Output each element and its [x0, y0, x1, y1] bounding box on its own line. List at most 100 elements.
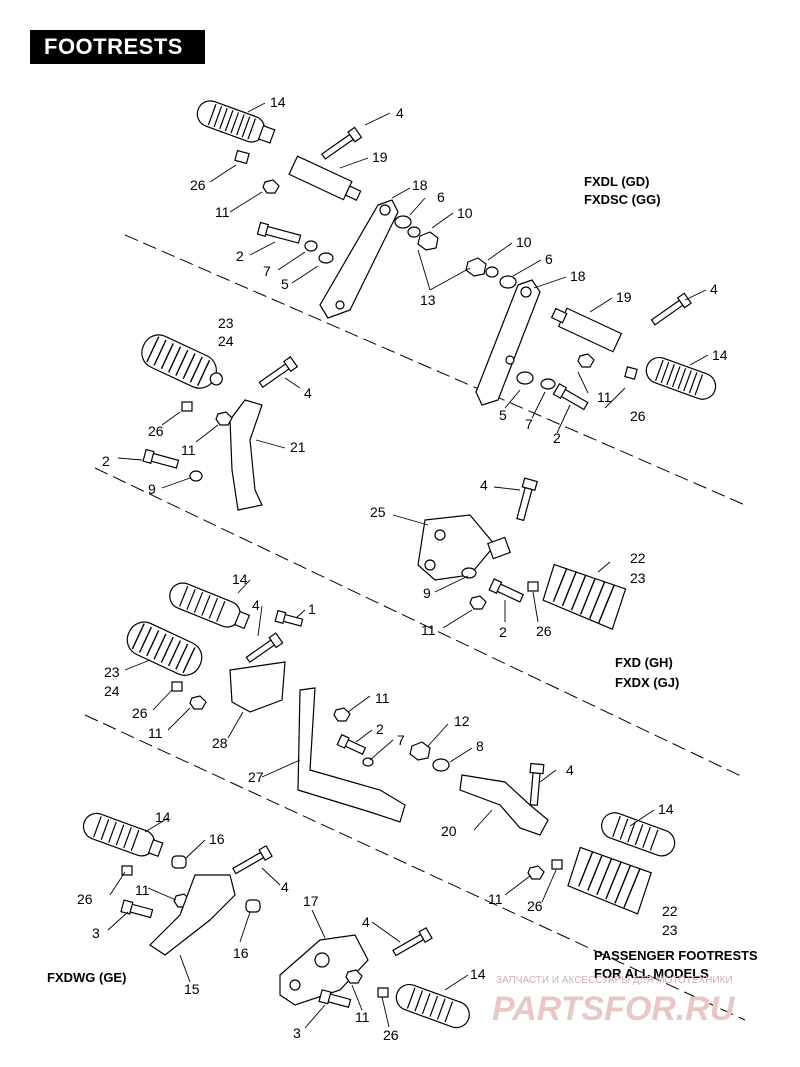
callout: 23 — [104, 664, 120, 680]
callout: 4 — [480, 477, 488, 493]
bushing — [245, 899, 261, 913]
nut — [469, 595, 487, 610]
watermark-logo: PARTSFOR.RU — [492, 990, 736, 1028]
folding-footpeg — [567, 846, 653, 915]
callout: 14 — [470, 966, 486, 982]
callout: 6 — [437, 189, 445, 205]
callout: 11 — [148, 725, 163, 741]
callout: 14 — [658, 801, 674, 817]
bolt — [256, 221, 302, 244]
callout: 11 — [181, 442, 196, 458]
callout: 20 — [441, 823, 457, 839]
callout: 4 — [566, 762, 574, 778]
footpeg — [601, 812, 676, 857]
callout: 26 — [77, 891, 93, 907]
mount-bracket — [229, 661, 286, 713]
callout: 4 — [252, 597, 260, 613]
callout: 3 — [293, 1025, 301, 1041]
bolt — [650, 292, 692, 326]
leader-lines — [107, 102, 709, 1029]
model-label-fxdx: FXDX (GJ) — [615, 675, 679, 690]
callout: 14 — [155, 809, 171, 825]
callout: 26 — [148, 423, 164, 439]
callout: 24 — [104, 683, 120, 699]
callout: 8 — [476, 738, 484, 754]
bolt — [258, 356, 299, 389]
callout: 7 — [397, 732, 405, 748]
footpeg — [395, 983, 470, 1029]
callout: 11 — [421, 622, 436, 638]
washer — [551, 859, 563, 870]
clevis — [487, 536, 511, 560]
callout: 4 — [710, 281, 718, 297]
callout: 16 — [209, 831, 225, 847]
callout: 23 — [662, 922, 678, 938]
washer — [499, 275, 517, 289]
section-divider — [124, 234, 746, 506]
callout: 2 — [499, 624, 507, 640]
lock-washer — [304, 240, 318, 252]
fxdwg-footrest-assembly — [82, 812, 470, 1029]
passenger-footrests-label-2: FOR ALL MODELS — [594, 966, 709, 981]
callout: 2 — [553, 430, 561, 446]
callout: 18 — [412, 177, 428, 193]
mount-bracket — [319, 199, 399, 319]
washer — [181, 401, 193, 412]
bolt — [321, 126, 363, 160]
footpeg — [645, 356, 717, 400]
pillion-footrest-assembly — [141, 334, 299, 511]
section-divider — [94, 467, 746, 779]
washer — [516, 371, 534, 385]
callout: 5 — [281, 276, 289, 292]
footpeg — [196, 100, 276, 144]
clevis — [288, 155, 362, 201]
callout: 1 — [308, 601, 316, 617]
callout: 7 — [525, 416, 533, 432]
callout: 15 — [184, 981, 200, 997]
callout: 27 — [248, 769, 264, 785]
callout: 23 — [218, 315, 234, 331]
callout: 25 — [370, 504, 386, 520]
washer — [171, 681, 183, 692]
model-label-fxd: FXD (GH) — [615, 655, 673, 670]
bolt — [529, 762, 545, 806]
nut — [345, 969, 363, 984]
callout: 22 — [630, 550, 646, 566]
bolt — [232, 844, 273, 875]
page-title: FOOTRESTS — [30, 30, 205, 64]
nut — [577, 353, 595, 368]
callout: 14 — [232, 571, 248, 587]
bolt — [552, 382, 589, 411]
fxdl-footrest-assembly — [196, 100, 439, 319]
washer — [394, 215, 412, 229]
nut — [465, 257, 487, 277]
callout: 10 — [457, 205, 473, 221]
bolt — [245, 632, 284, 664]
washer — [189, 470, 203, 482]
callout: 19 — [616, 289, 632, 305]
washer — [407, 226, 421, 238]
callout: 23 — [630, 570, 646, 586]
callout: 26 — [536, 623, 552, 639]
pillion-bracket — [229, 399, 263, 511]
footpeg — [169, 582, 251, 630]
callout-labels: 14 4 19 26 11 18 6 10 2 7 5 10 6 18 13 1… — [77, 94, 728, 1043]
watermark-text: ЗАПЧАСТИ И АКСЕССУАРЫ ДЛЯ МОТОТЕХНИКИ — [496, 975, 733, 986]
bolt — [488, 578, 525, 603]
nut — [262, 179, 280, 194]
callout: 7 — [263, 263, 271, 279]
folding-footpeg — [542, 563, 627, 630]
callout: 4 — [304, 385, 312, 401]
folding-footpeg — [126, 621, 203, 676]
callout: 14 — [270, 94, 286, 110]
passenger-footrests-label: PASSENGER FOOTRESTS — [594, 948, 758, 963]
nut — [333, 707, 351, 722]
callout: 26 — [132, 705, 148, 721]
callout: 16 — [233, 945, 249, 961]
callout: 2 — [102, 453, 110, 469]
mount-bracket — [475, 279, 541, 406]
bolt — [274, 609, 304, 627]
callout: 4 — [396, 105, 404, 121]
nut — [215, 411, 233, 426]
